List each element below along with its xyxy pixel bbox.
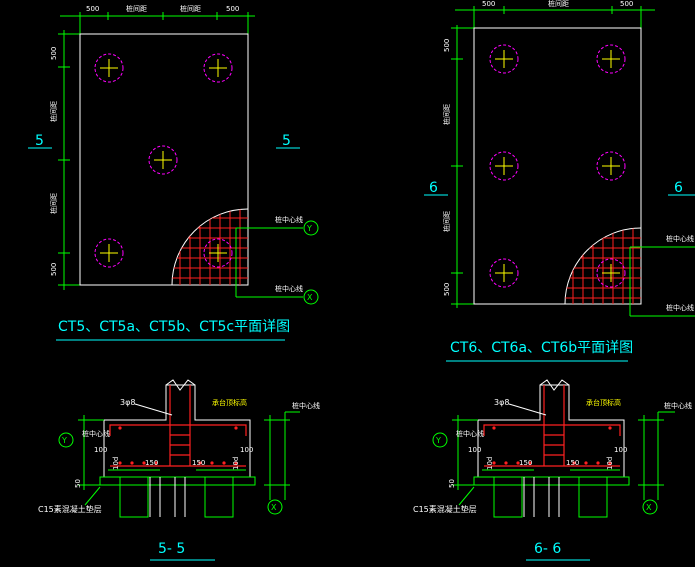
rebar-note: 3φ8	[494, 398, 509, 407]
dim-10d-right: 10d	[606, 457, 614, 470]
dim-10d-left: 10d	[486, 457, 494, 470]
pile-cap-outline	[473, 27, 642, 305]
axis-y-label: Y	[306, 224, 312, 233]
cushion-note: C15素混凝土垫层	[38, 504, 102, 514]
axis-bubble-y	[303, 220, 319, 236]
section-mark-right: 6	[674, 180, 683, 196]
pile-ct6-5	[489, 258, 519, 288]
rebar-mesh-ct5	[171, 208, 249, 286]
pile-ct5-4	[94, 238, 124, 268]
top-elevation-note: 承台顶标高	[586, 398, 621, 407]
axis-note: 桩中心线	[292, 401, 320, 410]
top-dim-1: 500	[86, 5, 99, 13]
pile-ct6-1	[489, 44, 519, 74]
pile-cap-outline	[79, 33, 249, 286]
dim-100-left: 100	[94, 446, 107, 454]
top-dimension-ct5	[60, 12, 255, 34]
axis-note-left: 桩中心线	[82, 429, 110, 438]
dim-100-right: 100	[614, 446, 627, 454]
axis-bubble-x	[303, 289, 319, 305]
axis-bubble-x	[267, 499, 283, 515]
axis-note-left: 桩中心线	[456, 429, 484, 438]
dim-100-left: 100	[468, 446, 481, 454]
dim-150-left: 150	[145, 459, 158, 467]
section-title-5-5: 5- 5	[158, 541, 185, 557]
plan-title-ct5: CT5、CT5a、CT5b、CT5c平面详图	[58, 319, 290, 335]
axis-note-y: 桩中心线	[666, 234, 694, 243]
axis-bubble-y	[58, 432, 74, 448]
top-elevation-note: 承台顶标高	[212, 398, 247, 407]
side-dim-1: 500	[443, 39, 451, 52]
top-dim-3: 500	[620, 0, 633, 8]
top-dim-1: 500	[482, 0, 495, 8]
pile-ct5-1	[94, 53, 124, 83]
axis-x-label: X	[307, 293, 313, 302]
dim-50: 50	[448, 479, 456, 488]
plan-title-ct6: CT6、CT6a、CT6b平面详图	[450, 340, 633, 356]
axis-note: 桩中心线	[664, 401, 692, 410]
pile-ct6-3	[489, 151, 519, 181]
axis-note-y: 桩中心线	[275, 215, 303, 224]
side-dim-1: 500	[50, 47, 58, 60]
dim-50: 50	[74, 479, 82, 488]
side-dimension-ct5	[58, 30, 80, 290]
side-dim-2: 桩间距	[49, 101, 58, 122]
section-mark-left: 6	[429, 180, 438, 196]
rebar-note: 3φ8	[120, 398, 135, 407]
dim-150-right: 150	[566, 459, 579, 467]
section-mark-right: 5	[282, 133, 291, 149]
pile-ct6-2	[596, 44, 626, 74]
dim-100-right: 100	[240, 446, 253, 454]
side-dimension-ct6	[451, 25, 474, 308]
axis-y-label: Y	[435, 436, 441, 445]
axis-note-x: 桩中心线	[666, 303, 694, 312]
axis-x-label: X	[271, 503, 277, 512]
pile-ct5-2	[203, 53, 233, 83]
dim-150-left: 150	[519, 459, 532, 467]
dim-150-right: 150	[192, 459, 205, 467]
section-title-6-6: 6- 6	[534, 541, 561, 557]
cushion-note: C15素混凝土垫层	[413, 504, 477, 514]
top-dim-2: 桩间距	[126, 4, 147, 13]
axis-y-label: Y	[61, 436, 67, 445]
pile-ct5-3	[148, 145, 178, 175]
side-dim-3: 桩间距	[442, 211, 451, 232]
axis-bubble-x	[642, 499, 658, 515]
side-dim-4: 500	[443, 283, 451, 296]
axis-note-x: 桩中心线	[275, 284, 303, 293]
plan-ct6: 500 桩间距 500 500 桩间距 桩间距 500	[424, 0, 695, 362]
side-dim-2: 桩间距	[442, 104, 451, 125]
top-dim-3: 桩间距	[180, 4, 201, 13]
axis-x-label: X	[646, 503, 652, 512]
pile-ct6-4	[596, 151, 626, 181]
dim-10d-left: 10d	[112, 457, 120, 470]
section-mark-left: 5	[35, 133, 44, 149]
top-dimension-ct6	[455, 6, 655, 28]
side-dim-3: 桩间距	[49, 193, 58, 214]
dim-10d-right: 10d	[232, 457, 240, 470]
side-dim-4: 500	[50, 263, 58, 276]
top-dim-4: 500	[226, 5, 239, 13]
section-6-6: Y X 3φ8 承台顶标高 桩中心线 桩中心线 100 100 150 150 …	[413, 379, 692, 561]
plan-ct5: 500 桩间距 桩间距 500 500 桩间距 桩间距 500	[28, 4, 319, 341]
top-dim-2: 桩间距	[548, 0, 569, 8]
axis-bubble-y	[432, 432, 448, 448]
section-5-5: Y X 3φ8 承台顶标高 桩中心线 桩中心线 100 100 150 150 …	[38, 379, 320, 561]
